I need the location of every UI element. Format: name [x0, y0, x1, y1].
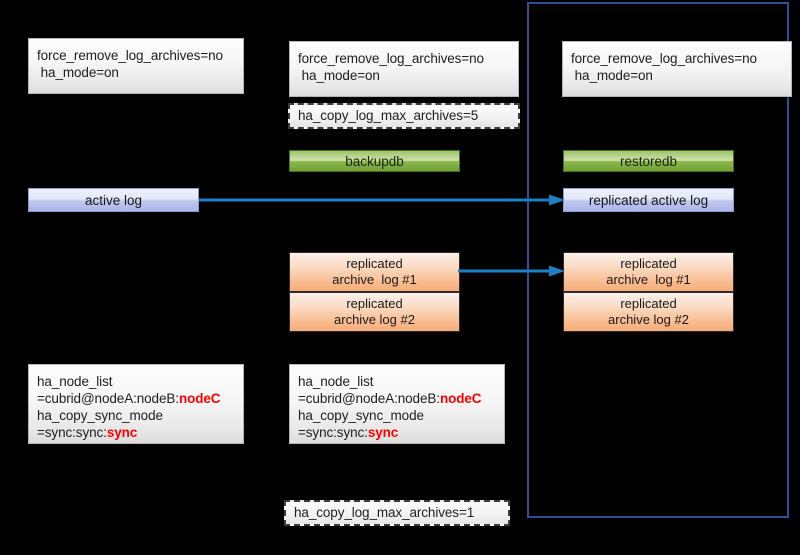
middle-config-line2: ha_mode=on [298, 68, 380, 83]
middle-archive-log-2-line2: archive log #2 [334, 312, 415, 327]
middle-ha-copy-sync-mode-value-prefix: =sync:sync: [298, 425, 368, 440]
left-ha-copy-sync-mode-value-highlight: sync [106, 425, 138, 440]
middle-archive-log-2-line1: replicated [346, 296, 403, 311]
middle-ha-copy-log-max-archives-box: ha_copy_log_max_archives=5 [288, 103, 520, 129]
restored-node-region [527, 2, 789, 518]
middle-config-box: force_remove_log_archives=no ha_mode=on [289, 41, 519, 97]
right-config-line1: force_remove_log_archives=no [571, 51, 757, 66]
left-config-line1: force_remove_log_archives=no [37, 48, 223, 63]
right-replicated-active-log-label: replicated active log [588, 192, 709, 208]
middle-ha-node-list-line1: ha_node_list [298, 374, 374, 389]
middle-ha-node-list-line2-highlight: nodeC [439, 391, 482, 406]
left-ha-node-list-line1: ha_node_list [37, 374, 113, 389]
middle-archive-log-1-line2: archive log #1 [332, 272, 417, 287]
right-config-box: force_remove_log_archives=no ha_mode=on [562, 41, 792, 97]
left-ha-node-list-line2-highlight: nodeC [178, 391, 221, 406]
middle-ha-copy-log-max-archives-label: ha_copy_log_max_archives=5 [298, 108, 479, 123]
restoredb-label: restoredb [619, 153, 678, 169]
left-config-box: force_remove_log_archives=no ha_mode=on [28, 38, 244, 94]
right-archive-log-1-line2: archive log #1 [606, 272, 691, 287]
right-archive-log-1-line1: replicated [620, 256, 677, 271]
middle-ha-node-list-box: ha_node_list =cubrid@nodeA:nodeB:nodeC ha_… [289, 364, 505, 444]
bottom-ha-copy-log-max-archives-box: ha_copy_log_max_archives=1 [284, 500, 510, 526]
backupdb-label: backupdb [345, 153, 404, 169]
left-ha-node-list-line2-prefix: =cubrid@nodeA:nodeB: [37, 391, 179, 406]
middle-archive-log-1-line1: replicated [346, 256, 403, 271]
right-archive-log-2-line2: archive log #2 [608, 312, 689, 327]
middle-config-line1: force_remove_log_archives=no [298, 51, 484, 66]
left-active-log-box[interactable]: active log [28, 188, 199, 212]
left-ha-node-list-box: ha_node_list =cubrid@nodeA:nodeB:nodeC ha_… [28, 364, 244, 444]
restoredb-button[interactable]: restoredb [563, 150, 734, 172]
left-active-log-label: active log [84, 192, 143, 208]
right-archive-log-2-line1: replicated [620, 296, 677, 311]
bottom-ha-copy-log-max-archives-label: ha_copy_log_max_archives=1 [294, 505, 475, 520]
left-ha-copy-sync-mode-value-prefix: =sync:sync: [37, 425, 107, 440]
left-config-line2: ha_mode=on [37, 65, 119, 80]
middle-ha-copy-sync-mode-value-highlight: sync [367, 425, 399, 440]
right-config-line2: ha_mode=on [571, 68, 653, 83]
right-replicated-active-log-box[interactable]: replicated active log [563, 188, 734, 212]
middle-ha-copy-sync-mode-line: ha_copy_sync_mode [298, 408, 424, 423]
middle-ha-node-list-line2-prefix: =cubrid@nodeA:nodeB: [298, 391, 440, 406]
active-log-replication-arrow [199, 193, 565, 207]
left-ha-copy-sync-mode-line: ha_copy_sync_mode [37, 408, 163, 423]
backupdb-button[interactable]: backupdb [289, 150, 460, 172]
